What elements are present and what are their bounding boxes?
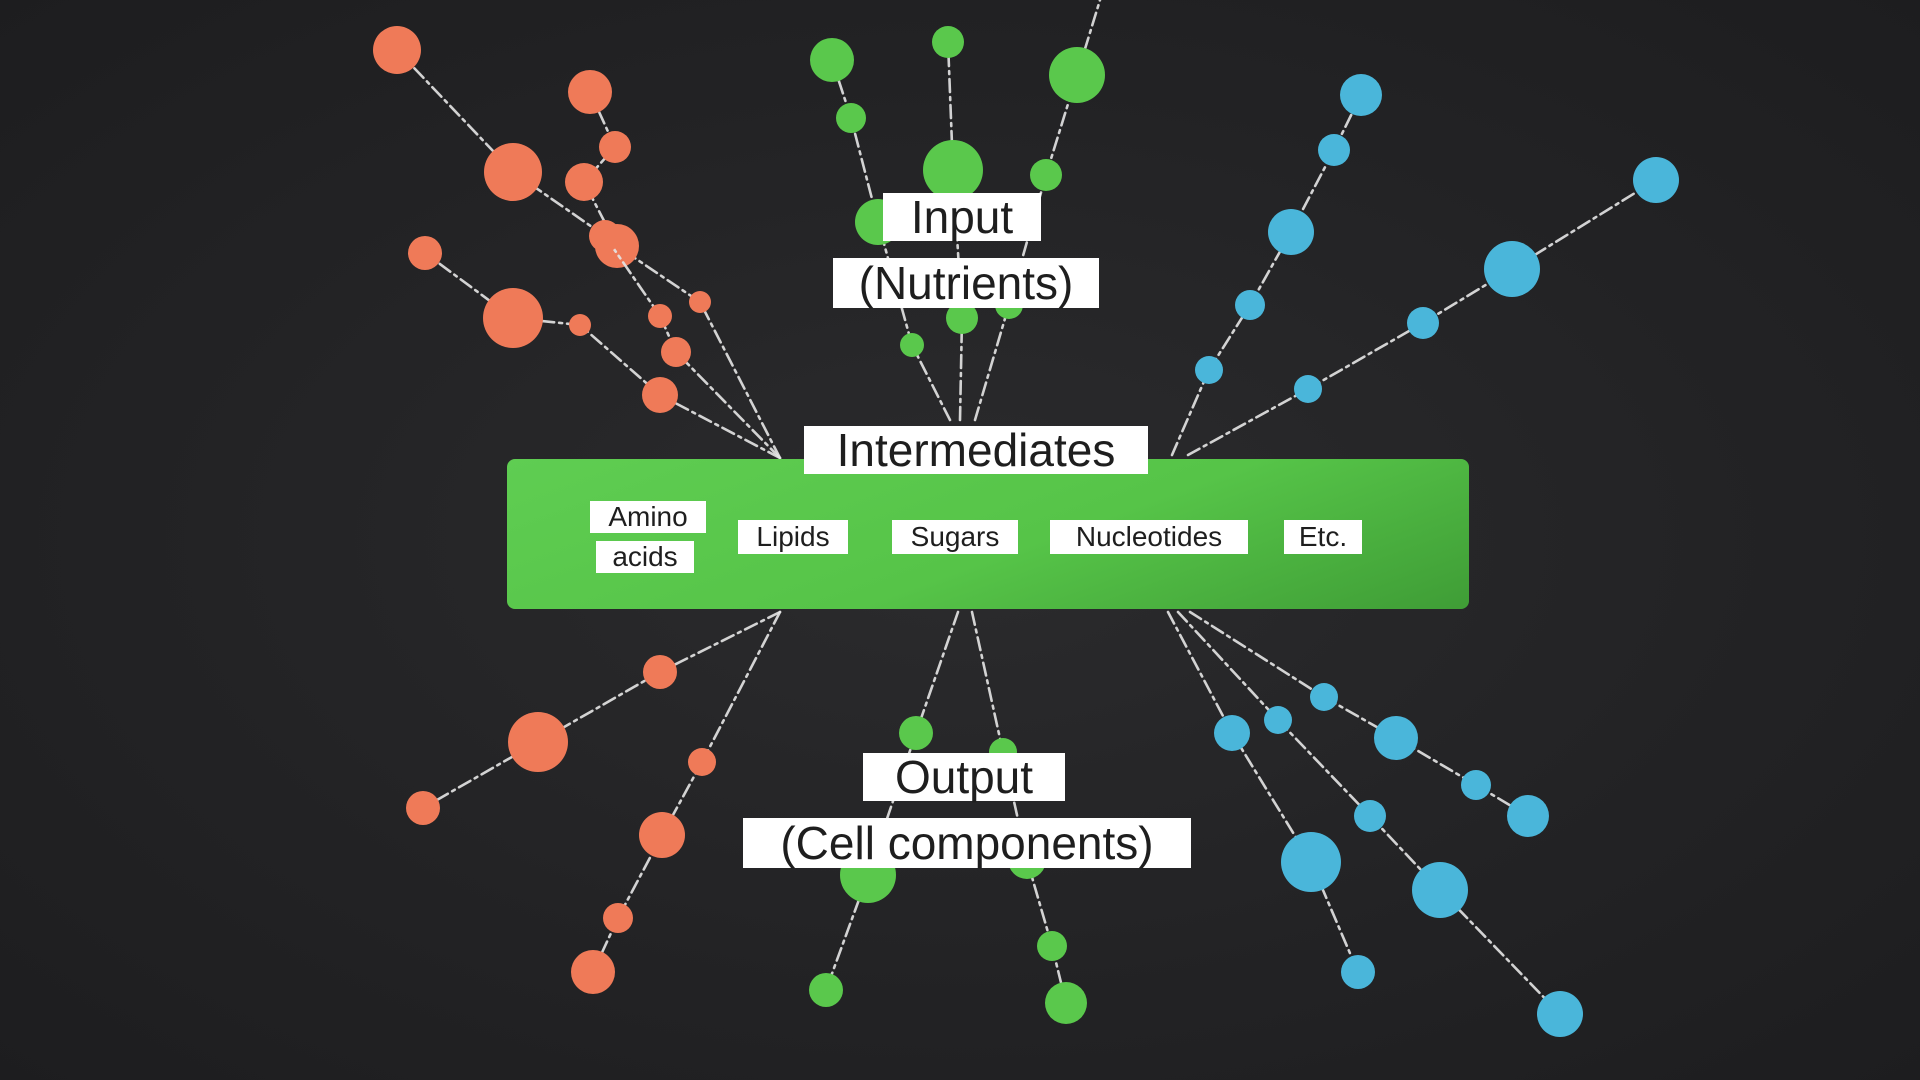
orange-node xyxy=(565,163,603,201)
link-line xyxy=(658,393,782,460)
blue-node xyxy=(1507,795,1549,837)
blue-node xyxy=(1407,307,1439,339)
orange-node xyxy=(568,70,612,114)
blue-node xyxy=(1537,991,1583,1037)
link-line xyxy=(1510,178,1658,271)
green-node xyxy=(1037,931,1067,961)
link-line xyxy=(1438,888,1562,1016)
link-line xyxy=(1186,387,1310,457)
blue-node xyxy=(1461,770,1491,800)
link-line xyxy=(914,610,960,735)
output-label: Output xyxy=(863,753,1065,801)
blue-node xyxy=(1341,955,1375,989)
blue-node xyxy=(1294,375,1322,403)
green-node xyxy=(899,716,933,750)
link-line xyxy=(698,300,782,460)
link-line xyxy=(1188,610,1326,699)
blue-node xyxy=(1264,706,1292,734)
input-label: Input xyxy=(883,193,1041,241)
orange-node xyxy=(639,812,685,858)
orange-node xyxy=(569,314,591,336)
input-sublabel: (Nutrients) xyxy=(833,258,1099,308)
blue-node xyxy=(1214,715,1250,751)
orange-node xyxy=(571,950,615,994)
green-node xyxy=(1049,47,1105,103)
blue-node xyxy=(1354,800,1386,832)
blue-node xyxy=(1340,74,1382,116)
link-line xyxy=(1166,610,1234,735)
blue-node xyxy=(1310,683,1338,711)
orange-node xyxy=(648,304,672,328)
blue-node xyxy=(1281,832,1341,892)
orange-node xyxy=(689,291,711,313)
link-line xyxy=(511,170,607,238)
lipids-label: Lipids xyxy=(738,520,848,554)
link-line xyxy=(700,610,782,764)
green-node xyxy=(809,973,843,1007)
sugars-label: Sugars xyxy=(892,520,1018,554)
etc-label: Etc. xyxy=(1284,520,1362,554)
link-line xyxy=(1025,858,1054,948)
nucleotides-label: Nucleotides xyxy=(1050,520,1248,554)
green-node xyxy=(1045,982,1087,1024)
link-line xyxy=(1176,610,1280,722)
orange-node xyxy=(483,288,543,348)
link-line xyxy=(603,234,662,318)
orange-node xyxy=(688,748,716,776)
green-node xyxy=(932,26,964,58)
green-node xyxy=(810,38,854,82)
link-line xyxy=(674,350,782,460)
orange-node xyxy=(484,143,542,201)
link-line xyxy=(958,316,964,422)
link-line xyxy=(1394,736,1478,787)
link-line xyxy=(910,343,952,422)
orange-node xyxy=(643,655,677,689)
link-line xyxy=(970,610,1005,754)
orange-node xyxy=(408,236,442,270)
link-line xyxy=(973,303,1011,422)
blue-node xyxy=(1268,209,1314,255)
amino-acids-label-line1: Amino xyxy=(590,501,706,533)
amino-acids-label-line2: acids xyxy=(596,541,694,573)
orange-node xyxy=(599,131,631,163)
link-line xyxy=(658,610,782,674)
blue-node xyxy=(1374,716,1418,760)
orange-node xyxy=(406,791,440,825)
link-line xyxy=(1306,321,1425,391)
orange-node xyxy=(508,712,568,772)
link-line xyxy=(1170,368,1211,457)
blue-node xyxy=(1318,134,1350,166)
blue-node xyxy=(1235,290,1265,320)
orange-node xyxy=(603,903,633,933)
blue-node xyxy=(1633,157,1679,203)
orange-node xyxy=(661,337,691,367)
link-line xyxy=(1276,718,1372,818)
output-sublabel: (Cell components) xyxy=(743,818,1191,868)
green-node xyxy=(1030,159,1062,191)
green-node xyxy=(900,333,924,357)
orange-node xyxy=(373,26,421,74)
blue-node xyxy=(1195,356,1223,384)
blue-node xyxy=(1484,241,1540,297)
green-node xyxy=(836,103,866,133)
orange-node xyxy=(642,377,678,413)
green-node xyxy=(946,302,978,334)
orange-node xyxy=(589,220,621,252)
blue-node xyxy=(1412,862,1468,918)
intermediates-title: Intermediates xyxy=(804,426,1148,474)
link-line xyxy=(616,833,664,920)
green-node xyxy=(923,140,983,200)
